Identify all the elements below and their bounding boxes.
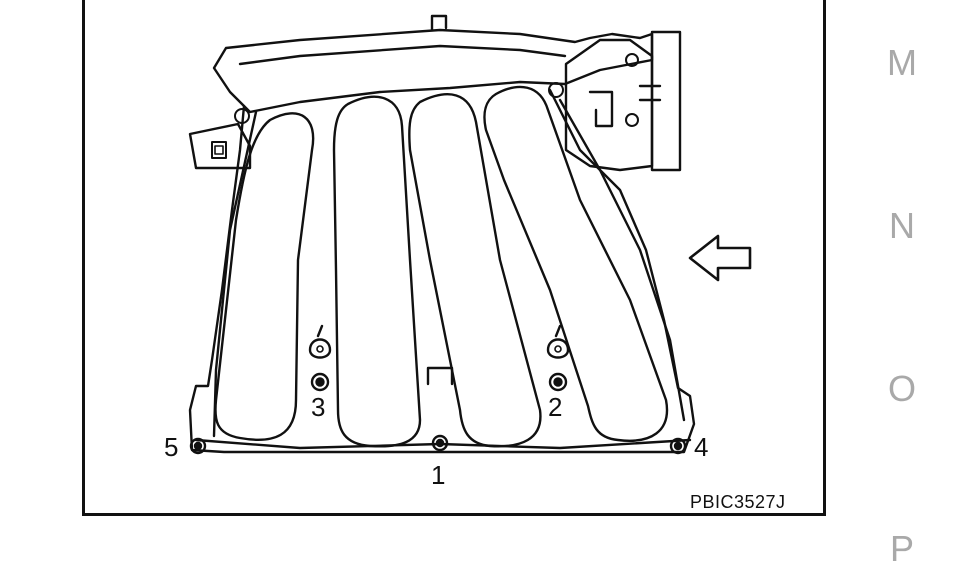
- plenum-inner-line: [238, 44, 567, 66]
- throttle-tube: [638, 84, 662, 102]
- runner-3: [408, 93, 542, 448]
- bolt-label-1: 1: [431, 460, 445, 490]
- center-tab: [426, 366, 454, 386]
- bolt-4: [669, 437, 687, 455]
- throttle-body: [564, 38, 654, 172]
- bolt-label-3: 3: [311, 392, 325, 422]
- bolt-2: [548, 372, 568, 392]
- bolt-5: [189, 437, 207, 455]
- bolt-label-4: 4: [694, 432, 708, 462]
- index-letter-p: P: [889, 528, 914, 569]
- boss-right: [546, 324, 570, 359]
- bolt-label-5: 5: [164, 432, 178, 462]
- sensor-inner: [214, 145, 224, 155]
- bolt-1: [431, 434, 449, 452]
- top-boss: [430, 14, 448, 32]
- figure-code: PBIC3527J: [690, 492, 786, 512]
- runner-4: [483, 85, 669, 442]
- runner-1: [214, 112, 315, 442]
- plenum-outline: [212, 28, 654, 114]
- index-letter-m: M: [887, 42, 917, 83]
- manifold-outline: [188, 88, 696, 454]
- sensor-mount: [211, 141, 227, 159]
- upper-ear-left: [234, 108, 250, 124]
- bolt-3: [310, 372, 330, 392]
- bolt-label-2: 2: [548, 392, 562, 422]
- intake-manifold-diagram: 1 2 3 4 5: [164, 14, 752, 490]
- runner-shell: [212, 98, 686, 438]
- index-letter-n: N: [889, 205, 915, 246]
- index-letter-o: O: [887, 368, 916, 409]
- boss-left: [308, 324, 332, 359]
- figure-frame: [82, 0, 826, 516]
- runner-2: [332, 95, 422, 448]
- arrow-left-outline-icon: [688, 234, 752, 282]
- throttle-detail: [588, 90, 614, 128]
- upper-ear-right: [548, 82, 564, 98]
